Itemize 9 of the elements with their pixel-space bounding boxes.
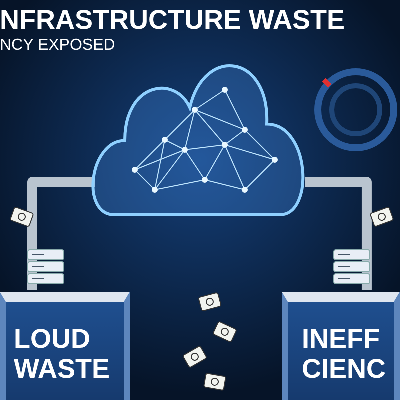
subtitle: NCY EXPOSED xyxy=(0,37,116,55)
bin xyxy=(0,292,130,400)
pipe xyxy=(305,177,372,290)
pipe xyxy=(28,177,95,290)
bin-label: LOUD WASTE xyxy=(14,324,109,384)
cloud-network-drawing xyxy=(92,64,305,216)
bin-label: INEFF CIENC xyxy=(302,324,388,384)
title: NFRASTRUCTURE WASTE xyxy=(0,5,345,36)
bin xyxy=(282,292,400,400)
